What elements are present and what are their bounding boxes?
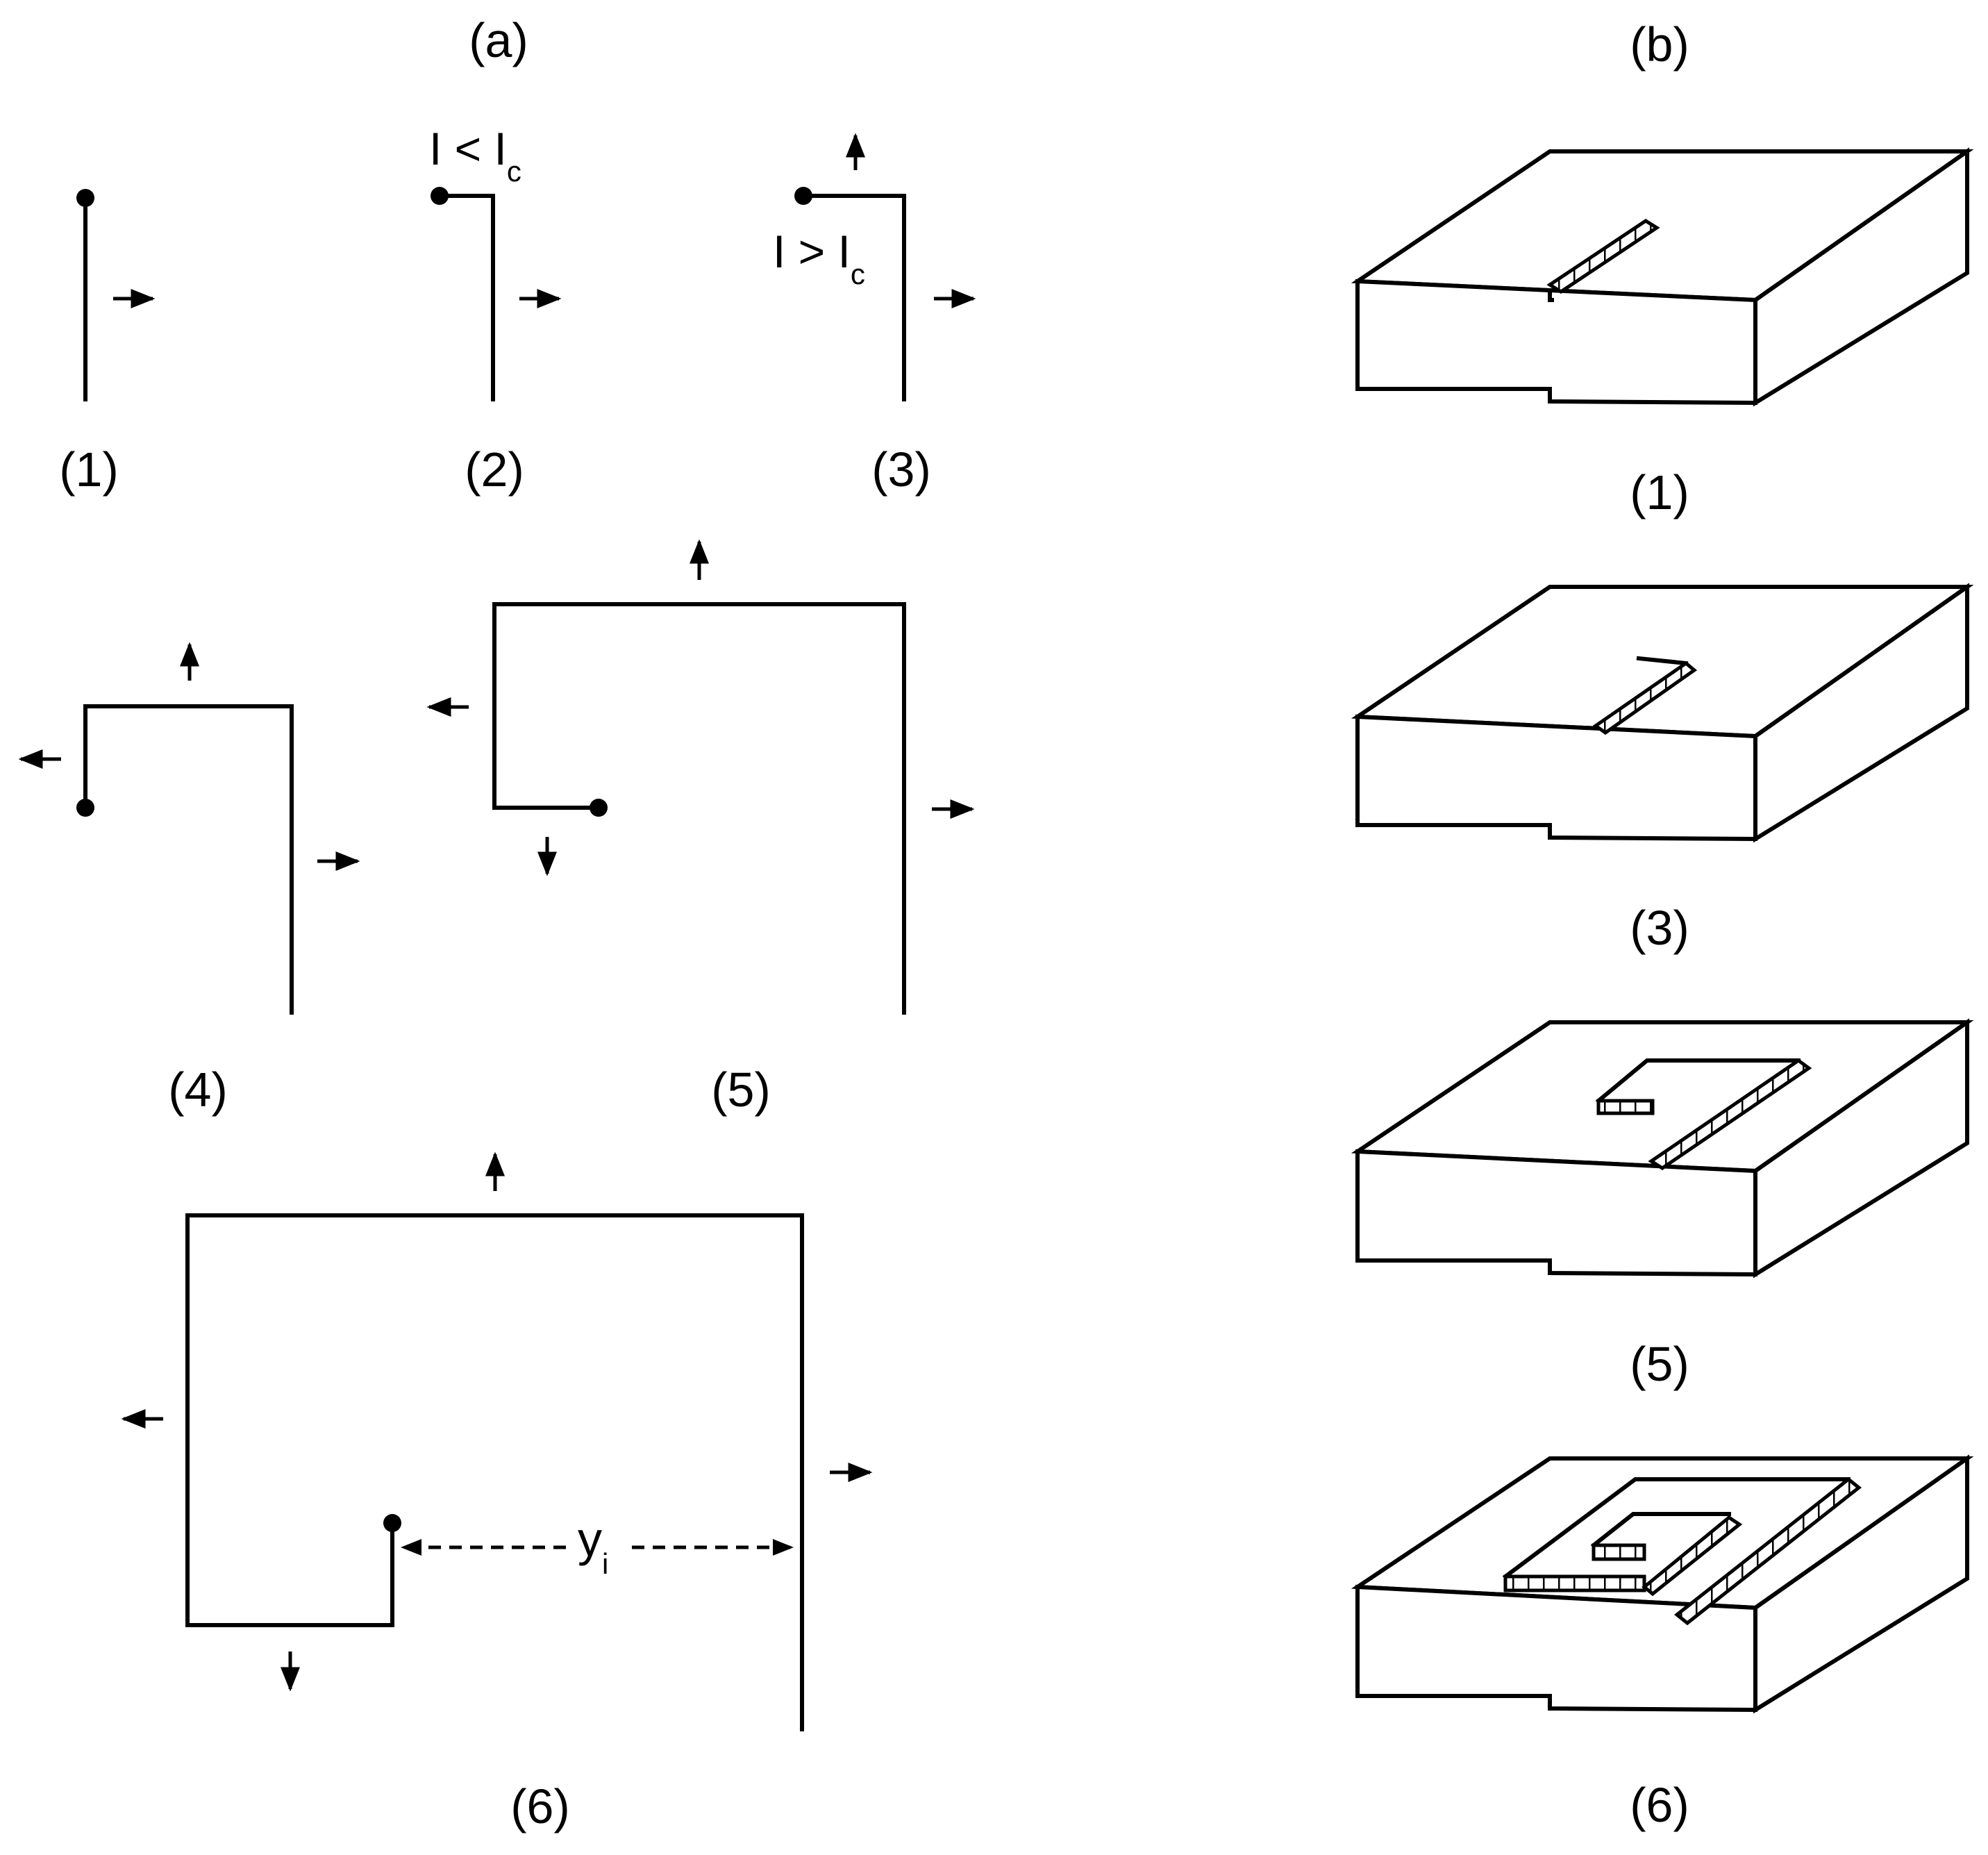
block-step-5-label: (5) bbox=[1630, 1337, 1689, 1391]
step-4-label: (4) bbox=[168, 1063, 228, 1117]
step-5-label: (5) bbox=[711, 1063, 771, 1117]
current-above-critical-label: I > Ic bbox=[773, 226, 865, 290]
step-6-diagram: yi bbox=[121, 1151, 873, 1731]
critical-subscript: c bbox=[507, 155, 521, 188]
step-3-label: (3) bbox=[871, 442, 931, 497]
hatched-crack-strip bbox=[1546, 219, 1660, 294]
crack-branch bbox=[1636, 656, 1689, 666]
block-front-face bbox=[1355, 714, 1757, 842]
pinned-end-dot-icon bbox=[76, 799, 94, 817]
block-step-6-label: (6) bbox=[1630, 1778, 1689, 1832]
distance-label: yi bbox=[578, 1512, 608, 1580]
pinned-end-dot-icon bbox=[383, 1514, 401, 1532]
crack-line bbox=[83, 704, 294, 1015]
block-front-face bbox=[1355, 1149, 1757, 1277]
pinned-end-dot-icon bbox=[431, 187, 449, 205]
hatched-crack-strip-inner bbox=[1642, 1515, 1743, 1597]
step-4-diagram bbox=[18, 642, 360, 1015]
hatched-crack-strip bbox=[1648, 1058, 1812, 1170]
critical-subscript: c bbox=[851, 258, 865, 290]
panel-b-heading: (b) bbox=[1630, 17, 1689, 72]
current-relation: I > I bbox=[773, 226, 851, 277]
crack-line bbox=[801, 194, 906, 401]
block-right-face bbox=[1753, 147, 1969, 407]
block-step-1-label: (1) bbox=[1630, 465, 1689, 519]
crack-line bbox=[185, 1213, 804, 1731]
specimen-block-step-5 bbox=[1351, 1018, 1974, 1279]
current-below-critical-label: I < Ic bbox=[429, 123, 521, 188]
hatched-crack-strip-outer bbox=[1673, 1476, 1862, 1626]
specimen-block-step-3 bbox=[1351, 583, 1974, 843]
step-5-diagram bbox=[426, 539, 975, 1015]
block-right-face bbox=[1753, 1018, 1969, 1279]
pinned-end-dot-icon bbox=[794, 187, 812, 205]
crack-inner-loop-outline bbox=[1590, 1512, 1731, 1549]
specimen-block-step-6 bbox=[1351, 1454, 1974, 1714]
panel-a-heading: (a) bbox=[469, 13, 528, 67]
hatched-crack-strip bbox=[1592, 660, 1698, 735]
hatched-crack-end bbox=[1596, 1099, 1655, 1115]
crack-loop-outline bbox=[1595, 1058, 1801, 1104]
step-2-diagram: I < Ic bbox=[429, 123, 562, 401]
step-1-label: (1) bbox=[59, 442, 119, 497]
step-3-diagram: I > Ic bbox=[773, 133, 976, 401]
pinned-end-dot-icon bbox=[76, 189, 94, 207]
panel-b: (b) (1) (3) (5) bbox=[1351, 17, 1974, 1832]
crack-line bbox=[437, 194, 495, 401]
block-step-3-label: (3) bbox=[1630, 901, 1689, 955]
pinned-end-dot-icon bbox=[590, 799, 608, 817]
step-2-label: (2) bbox=[465, 442, 524, 497]
step-1-diagram bbox=[76, 189, 156, 401]
block-right-face bbox=[1753, 1454, 1969, 1714]
block-front-face bbox=[1355, 278, 1757, 406]
crack-outer-loop-outline bbox=[1502, 1477, 1851, 1580]
hatched-crack-end bbox=[1592, 1543, 1646, 1561]
distance-subscript: i bbox=[602, 1547, 608, 1580]
panel-a: (a) (1) I < Ic (2) I > Ic bbox=[18, 13, 976, 1833]
block-right-face bbox=[1753, 583, 1969, 843]
current-relation: I < I bbox=[429, 123, 507, 174]
crack-notch bbox=[1548, 290, 1554, 302]
crack-line bbox=[492, 602, 906, 1015]
step-6-label: (6) bbox=[510, 1779, 570, 1833]
specimen-block-step-1 bbox=[1351, 147, 1974, 407]
distance-symbol: y bbox=[578, 1512, 602, 1566]
hatched-crack-strip-middle bbox=[1503, 1574, 1646, 1592]
